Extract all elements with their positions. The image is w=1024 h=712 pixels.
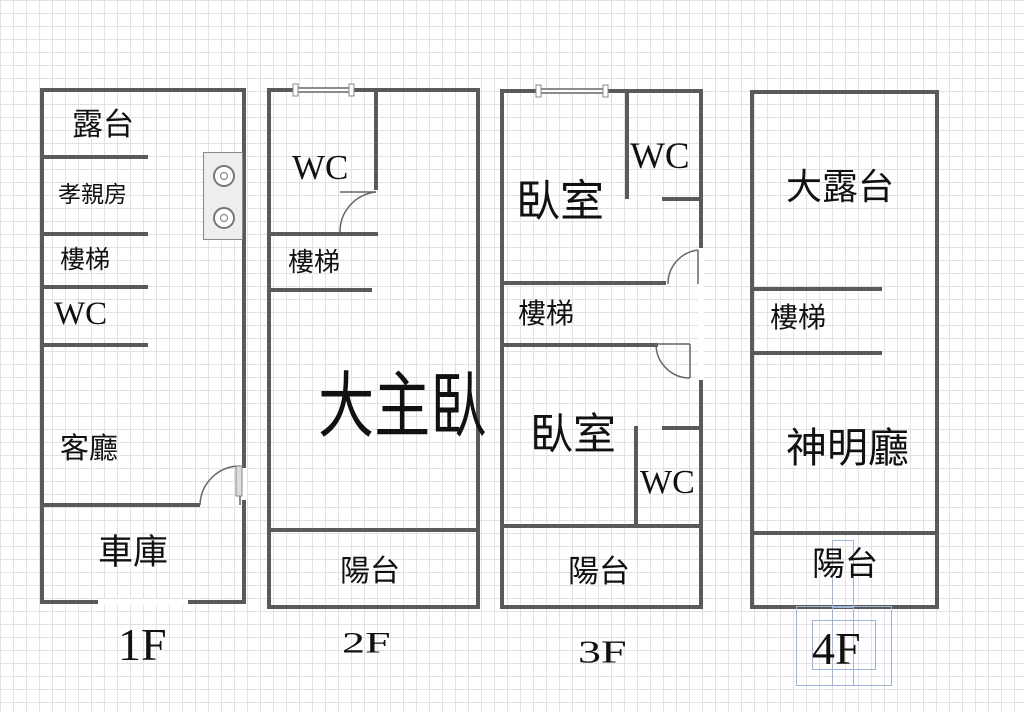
floor-3f-walls	[500, 88, 704, 609]
room-label-terrace: 露台	[72, 107, 134, 143]
door-swing-icon	[655, 249, 699, 379]
room-label-wc-bottom: WC	[640, 464, 695, 501]
room-label-shrine-hall: 神明廳	[786, 424, 909, 472]
room-label-garage: 車庫	[98, 533, 169, 573]
stove-icon	[203, 152, 243, 240]
room-label-bedroom-back: 臥室	[530, 410, 616, 460]
room-label-stairs: 樓梯	[288, 248, 341, 278]
room-label-master-bedroom: 大主臥	[318, 364, 487, 448]
floor-label-2f: 2F	[342, 626, 391, 660]
room-label-large-terrace: 大露台	[786, 167, 895, 208]
room-label-balcony: 陽台	[812, 544, 878, 583]
room-label-wc-top: WC	[630, 136, 690, 177]
room-label-living-room: 客廳	[60, 431, 119, 465]
room-label-balcony: 陽台	[340, 554, 400, 589]
floor-label-4f: 4F	[812, 623, 861, 674]
window-icon	[292, 83, 355, 97]
room-label-wc: WC	[54, 296, 108, 332]
floor-label-3f: 3F	[578, 633, 627, 670]
room-label-bedroom-front: 臥室	[516, 176, 604, 227]
room-label-stairs: 樓梯	[518, 297, 575, 330]
room-label-wc: WC	[292, 148, 349, 187]
room-label-stairs: 樓梯	[770, 301, 827, 334]
window-icon	[535, 84, 609, 98]
door-swing-icon	[199, 465, 243, 506]
room-label-balcony: 陽台	[568, 554, 630, 590]
door-swing-icon	[339, 191, 377, 233]
floor-2f-walls	[267, 87, 480, 609]
floor-label-1f: 1F	[118, 619, 167, 670]
room-label-stairs: 樓梯	[60, 245, 111, 274]
room-label-parents-room: 孝親房	[58, 182, 127, 208]
floor-1f-walls	[40, 88, 247, 605]
